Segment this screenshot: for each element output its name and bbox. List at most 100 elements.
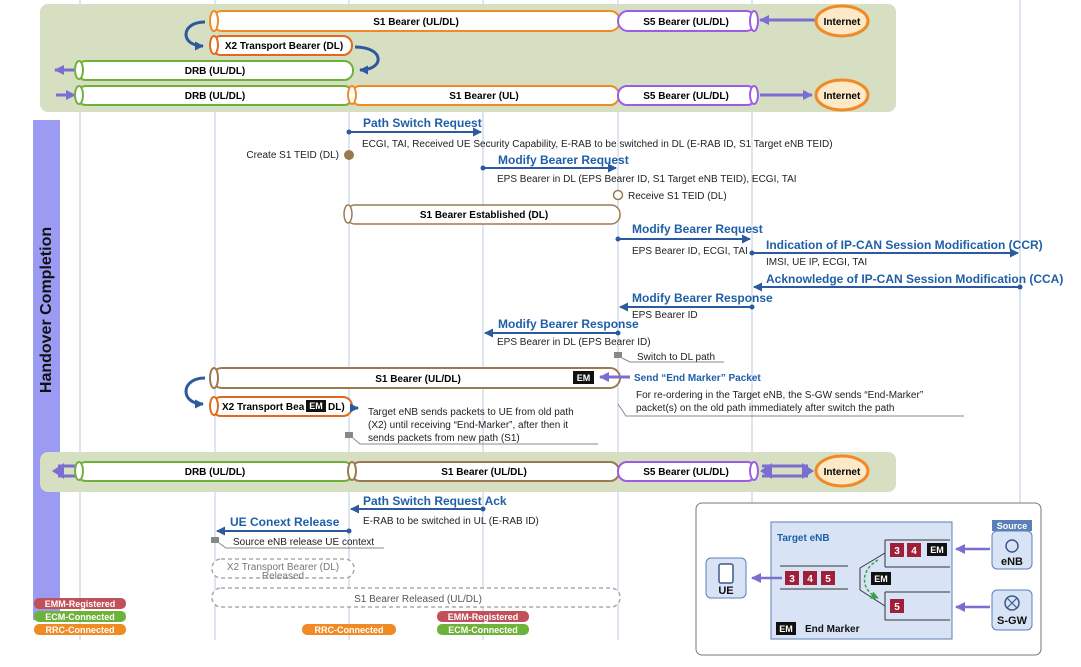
handover-side-bar bbox=[33, 120, 60, 620]
cca-label: Acknowledge of IP-CAN Session Modificati… bbox=[766, 272, 1063, 286]
ue-context-release-label: UE Conext Release bbox=[230, 515, 340, 529]
rrc-connected-mid: RRC-Connected bbox=[315, 625, 384, 635]
mid-x2-bearer: X2 Transport Bea EM DL) bbox=[209, 396, 353, 417]
inset-source-enb bbox=[991, 530, 1033, 570]
inset-top-em: EM bbox=[930, 545, 944, 555]
internet-node-top2: Internet bbox=[814, 78, 870, 112]
x2-released-box: X2 Transport Bearer (DL) Released bbox=[211, 558, 355, 582]
mid2-s1-label: S1 Bearer (UL/DL) bbox=[441, 467, 527, 478]
modify-bearer-response-2-params: EPS Bearer in DL (EPS Bearer ID) bbox=[497, 337, 651, 348]
inset-legend-em bbox=[776, 622, 796, 635]
inset-switch-em: EM bbox=[874, 574, 888, 584]
path-switch-ack-params: E-RAB to be switched in UL (E-RAB ID) bbox=[363, 516, 539, 527]
modify-bearer-response-1-label: Modify Bearer Response bbox=[632, 291, 773, 305]
top-drb-bearer: DRB (UL/DL) bbox=[74, 60, 354, 81]
em-badge-x2-text: EM bbox=[309, 401, 323, 411]
end-marker-inset: Target eNB 3 4 EM 5 EM 3 4 5 UE Source bbox=[695, 502, 1042, 656]
top-s1-label: S1 Bearer (UL/DL) bbox=[373, 17, 459, 28]
ccr-label: Indication of IP-CAN Session Modificatio… bbox=[766, 238, 1043, 252]
top-s5-bearer: S5 Bearer (UL/DL) bbox=[617, 10, 759, 32]
inset-ue-packet-1: 3 bbox=[789, 574, 795, 585]
loop-arrow-1 bbox=[184, 20, 206, 51]
mid-x2-label-b: DL) bbox=[328, 402, 345, 413]
target-note-marker bbox=[345, 432, 353, 438]
ecm-connected-left: ECM-Connected bbox=[45, 612, 115, 622]
create-s1-teid: Create S1 TEID (DL) bbox=[246, 150, 339, 161]
top-drb-ul-bearer: DRB (UL/DL) bbox=[74, 85, 354, 106]
target-enb-label: Target eNB bbox=[777, 533, 830, 544]
inset-enb-label: eNB bbox=[1001, 556, 1023, 568]
router-icon bbox=[1004, 595, 1020, 611]
internet-node-mid: Internet bbox=[814, 454, 870, 488]
mid-s5-label: S5 Bearer (UL/DL) bbox=[643, 467, 729, 478]
inset-bottom-packet-1: 5 bbox=[894, 602, 900, 613]
reorder-note-2: packet(s) on the old path immediately af… bbox=[636, 403, 894, 414]
x2-released-2: Released bbox=[262, 571, 304, 582]
mid-s1-label: S1 Bearer (UL/DL) bbox=[375, 374, 461, 385]
loop-arrow-2 bbox=[354, 45, 380, 75]
switch-to-dl: Switch to DL path bbox=[637, 352, 715, 363]
modify-bearer-response-1-params: EPS Bearer ID bbox=[632, 310, 698, 321]
top-x2-bearer: X2 Transport Bearer (DL) bbox=[209, 35, 353, 56]
side-label: Handover Completion bbox=[38, 227, 55, 393]
top-x2-label: X2 Transport Bearer (DL) bbox=[225, 41, 343, 52]
receive-s1-teid: Receive S1 TEID (DL) bbox=[628, 191, 727, 202]
mid-s1-bearer: S1 Bearer (UL/DL) bbox=[209, 367, 621, 389]
inset-legend-em-text: EM bbox=[779, 624, 793, 634]
inset-ue-packet-2: 4 bbox=[807, 574, 813, 585]
s1-released-box: S1 Bearer Released (UL/DL) bbox=[211, 587, 621, 608]
mid-drb-label: DRB (UL/DL) bbox=[185, 467, 246, 478]
switch-curve-arrow bbox=[863, 559, 879, 599]
row4-drb-label: DRB (UL/DL) bbox=[185, 91, 246, 102]
internet-node-top: Internet bbox=[814, 4, 870, 38]
emm-registered-left: EMM-Registered bbox=[45, 599, 116, 609]
send-end-marker: Send “End Marker” Packet bbox=[634, 373, 761, 384]
antenna-icon bbox=[1005, 539, 1019, 553]
inset-source-tag bbox=[992, 520, 1032, 531]
ccr-params: IMSI, UE IP, ECGI, TAI bbox=[766, 257, 867, 268]
top-s1-ul-bearer: S1 Bearer (UL) bbox=[347, 85, 620, 106]
s1-established-bearer: S1 Bearer Established (DL) bbox=[343, 204, 621, 225]
mid-s5-bearer: S5 Bearer (UL/DL) bbox=[617, 461, 759, 482]
mid-x2-label-a: X2 Transport Bea bbox=[222, 402, 305, 413]
modify-bearer-request-1-params: EPS Bearer in DL (EPS Bearer ID, S1 Targ… bbox=[497, 174, 797, 185]
row4-s1-label: S1 Bearer (UL) bbox=[449, 91, 518, 102]
internet-label-mid: Internet bbox=[824, 467, 861, 478]
inset-source-label: Source bbox=[997, 521, 1028, 531]
inset-legend-label: End Marker bbox=[805, 624, 860, 635]
mid-drb-bearer: DRB (UL/DL) bbox=[74, 461, 354, 482]
top-s5-ul-bearer: S5 Bearer (UL/DL) bbox=[617, 85, 759, 106]
create-teid-dot bbox=[344, 150, 354, 160]
reorder-note-1: For re-ordering in the Target eNB, the S… bbox=[636, 390, 923, 401]
inset-top-packet-1: 3 bbox=[894, 546, 900, 557]
modify-bearer-response-2-label: Modify Bearer Response bbox=[498, 317, 639, 331]
x2-released-1: X2 Transport Bearer (DL) bbox=[227, 562, 339, 573]
rrc-connected-left: RRC-Connected bbox=[46, 625, 115, 635]
internet-label-top: Internet bbox=[824, 17, 861, 28]
path-switch-ack-label: Path Switch Request Ack bbox=[363, 494, 507, 508]
top-s1-bearer: S1 Bearer (UL/DL) bbox=[209, 10, 621, 32]
em-badge-mid bbox=[573, 371, 594, 384]
switch-marker bbox=[614, 352, 622, 358]
receive-teid-dot bbox=[612, 189, 624, 201]
s1-established-label: S1 Bearer Established (DL) bbox=[420, 210, 548, 221]
path-switch-request-params: ECGI, TAI, Received UE Security Capabili… bbox=[362, 139, 833, 150]
phone-icon bbox=[718, 563, 734, 584]
emm-registered-mid: EMM-Registered bbox=[448, 612, 519, 622]
s1-released-label: S1 Bearer Released (UL/DL) bbox=[354, 594, 482, 605]
inset-ue-packet-3: 5 bbox=[825, 574, 831, 585]
top-drb-label: DRB (UL/DL) bbox=[185, 66, 246, 77]
top-s5-label: S5 Bearer (UL/DL) bbox=[643, 17, 729, 28]
loop-arrow-3 bbox=[184, 376, 206, 409]
inset-ue-label: UE bbox=[718, 585, 733, 597]
em-badge-mid-text: EM bbox=[577, 373, 591, 383]
internet-label-top2: Internet bbox=[824, 91, 861, 102]
em-badge-x2 bbox=[306, 400, 326, 412]
ecm-connected-mid: ECM-Connected bbox=[448, 625, 518, 635]
modify-bearer-request-1-label: Modify Bearer Request bbox=[498, 153, 629, 167]
target-note-1: Target eNB sends packets to UE from old … bbox=[368, 407, 574, 418]
modify-bearer-request-2-label: Modify Bearer Request bbox=[632, 222, 763, 236]
release-marker bbox=[211, 537, 219, 543]
